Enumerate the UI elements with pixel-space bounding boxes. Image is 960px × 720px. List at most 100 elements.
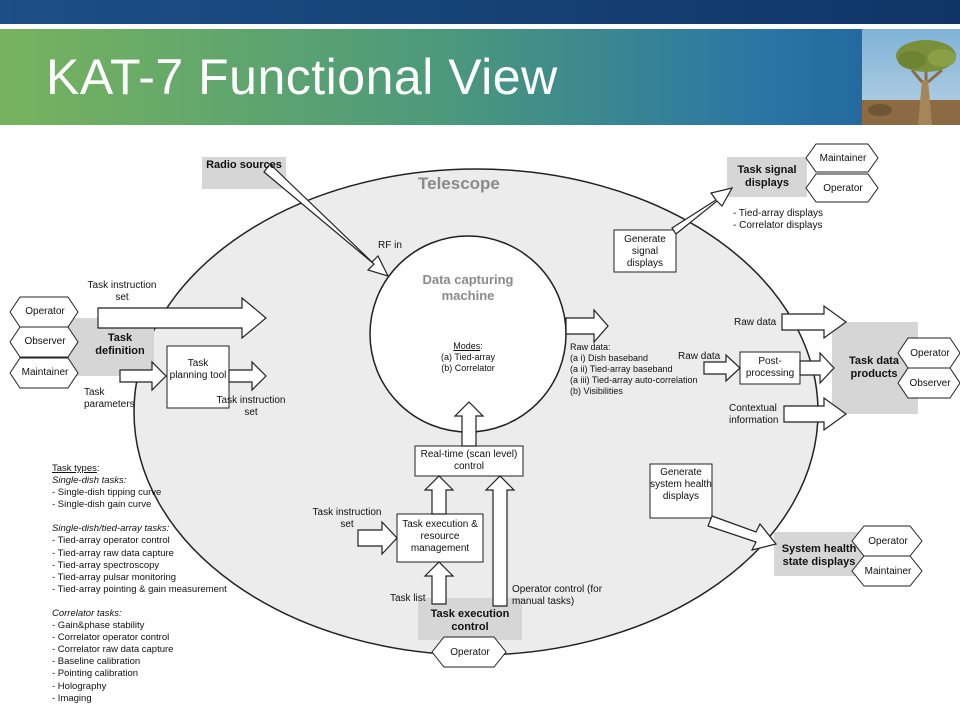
- role-observer-data: Observer: [909, 378, 951, 389]
- hex-operator-exec: [431, 636, 507, 668]
- dcm-title: Data capturing machine: [422, 272, 514, 303]
- arrow-rawtop-products: [781, 304, 848, 340]
- task-type-item: - Gain&phase stability: [52, 620, 145, 632]
- task-types-list: Task types: Single-dish tasks: - Single-…: [52, 463, 227, 704]
- arrow-rawmid-post: [703, 353, 741, 383]
- generate-signal-displays-box: [613, 229, 677, 273]
- task-instruction-set-top: Task instruction set: [87, 280, 157, 303]
- arrow-tasklist-exec: [423, 561, 455, 605]
- arrow-instr-exec: [357, 520, 398, 556]
- header-background: [0, 0, 960, 125]
- planning-output-label: Task instruction set: [216, 395, 286, 418]
- modes-heading: Modes: [453, 341, 481, 351]
- role-operator: Operator: [25, 306, 65, 317]
- post-processing-label: Post-processing: [745, 356, 795, 379]
- task-type-item: - Tied-array raw data capture: [52, 547, 174, 559]
- task-instruction-set-left: Task instruction set: [312, 507, 382, 530]
- block-arrows: [97, 163, 848, 607]
- functional-diagram: [9, 143, 960, 668]
- contextual-information-label: Contextual information: [729, 403, 779, 426]
- task-group-name: Single-dish/tied-array tasks:: [52, 523, 170, 535]
- role-observer: Observer: [24, 336, 66, 347]
- rf-in-label: RF in: [378, 240, 402, 251]
- task-group-name: Single-dish tasks:: [52, 475, 127, 487]
- arrow-taskdef-instruction: [97, 296, 267, 340]
- radio-sources-label: Radio sources: [206, 159, 282, 171]
- task-data-products-label: Task data products: [849, 355, 899, 380]
- telescope-label: Telescope: [418, 174, 500, 193]
- task-type-item: - Imaging: [52, 692, 92, 704]
- task-planning-tool-box: [166, 345, 230, 409]
- signal-note: - Tied-array displays: [733, 208, 824, 219]
- signal-note: - Correlator displays: [733, 220, 823, 231]
- quiver-tree-image: [862, 29, 960, 125]
- raw-data-item: (a ii) Tied-array baseband: [570, 364, 673, 374]
- hex-observer-left: [9, 326, 79, 358]
- hex-maintainer-signal: [805, 143, 879, 173]
- dcm-modes: Modes: (a) Tied-array (b) Correlator: [418, 341, 518, 374]
- raw-data-item: (a iii) Tied-array auto-correlation: [570, 375, 698, 385]
- task-type-item: - Tied-array pulsar monitoring: [52, 571, 177, 583]
- mode-item: (a) Tied-array: [440, 352, 495, 362]
- system-health-panel: [774, 532, 864, 576]
- raw-data-item: (b) Visibilities: [570, 386, 623, 396]
- arrow-dcm-raw: [565, 308, 609, 344]
- realtime-control-box: [414, 445, 524, 477]
- arrow-taskdef-planning: [119, 360, 167, 392]
- task-type-item: - Tied-array pointing & gain measurement: [52, 583, 227, 595]
- task-type-item: - Single-dish tipping curve: [52, 487, 162, 499]
- realtime-control-label: Real-time (scan level) control: [420, 449, 518, 472]
- arrow-context-products: [783, 396, 848, 432]
- raw-data-top-label: Raw data: [734, 317, 777, 328]
- task-type-item: - Holography: [52, 680, 107, 692]
- role-maintainer-signal: Maintainer: [819, 153, 867, 164]
- task-type-item: - Pointing calibration: [52, 668, 139, 680]
- task-signal-displays-panel: [727, 157, 807, 197]
- task-execution-control-label: Task execution control: [430, 608, 510, 633]
- task-group-name: Correlator tasks:: [52, 607, 122, 619]
- signal-notes: - Tied-array displays - Correlator displ…: [733, 208, 823, 232]
- task-type-item: - Baseline calibration: [52, 656, 141, 668]
- generate-health-displays-box: [649, 463, 713, 519]
- raw-data-modes: Raw data: (a i) Dish baseband (a ii) Tie…: [570, 342, 698, 397]
- arrow-post-products: [799, 351, 835, 385]
- task-types-heading: Task types: [52, 463, 97, 474]
- arrow-operator-realtime: [484, 475, 516, 607]
- hex-operator-signal: [805, 173, 879, 203]
- arrow-exec-realtime: [423, 475, 455, 515]
- page-title: KAT-7 Functional View: [46, 49, 558, 105]
- task-data-products-panel: [832, 322, 918, 414]
- hex-maintainer-left: [9, 357, 79, 389]
- role-operator-data: Operator: [910, 348, 950, 359]
- system-health-label: System health state displays: [781, 543, 857, 568]
- arrow-health-displays: [707, 515, 778, 551]
- generate-signal-label: Generate signal displays: [624, 234, 666, 269]
- generate-health-label: Generate system health displays: [650, 467, 712, 502]
- task-type-item: - Tied-array operator control: [52, 535, 170, 547]
- arrow-planning-output: [228, 360, 267, 392]
- arrow-realtime-dcm: [453, 401, 485, 447]
- task-type-item: - Correlator operator control: [52, 632, 170, 644]
- raw-data-mid-label: Raw data: [678, 351, 721, 362]
- hex-observer-data: [897, 367, 960, 399]
- task-signal-displays-label: Task signal displays: [737, 164, 797, 189]
- operator-control-label: Operator control (for manual tasks): [512, 584, 603, 607]
- arrow-signal-to-displays: [671, 187, 734, 235]
- arrow-radio-to-dcm: [263, 163, 390, 277]
- slide-header: KAT-7 Functional View: [0, 0, 960, 125]
- post-processing-box: [739, 351, 801, 385]
- task-type-item: - Single-dish gain curve: [52, 499, 152, 511]
- task-type-item: - Correlator raw data capture: [52, 644, 174, 656]
- role-operator-signal: Operator: [823, 183, 863, 194]
- role-maintainer: Maintainer: [21, 367, 69, 378]
- task-definition-label: Task definition: [95, 332, 145, 357]
- raw-data-heading: Raw data:: [570, 342, 611, 352]
- task-execution-label: Task execution & resource management: [402, 519, 478, 554]
- task-type-item: - Tied-array spectroscopy: [52, 559, 160, 571]
- hex-maintainer-health: [851, 555, 923, 587]
- task-parameters-label: Task parameters: [84, 387, 135, 410]
- task-list-label: Task list: [390, 593, 426, 604]
- mode-item: (b) Correlator: [441, 363, 495, 373]
- role-operator-exec: Operator: [450, 647, 490, 658]
- task-planning-tool-label: Task planning tool: [169, 358, 227, 381]
